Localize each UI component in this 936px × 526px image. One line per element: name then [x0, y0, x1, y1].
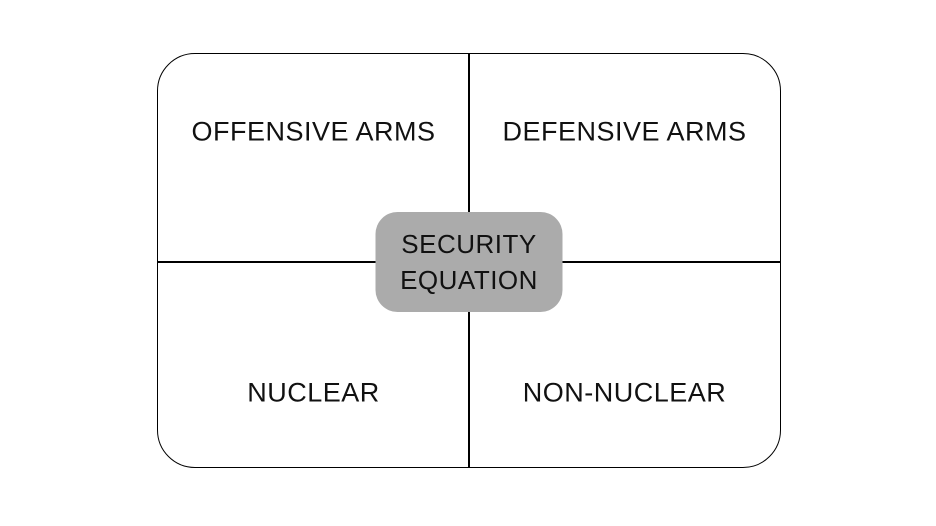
quadrant-box: OFFENSIVE ARMS DEFENSIVE ARMS NUCLEAR NO… [157, 53, 781, 468]
quadrant-label-non-nuclear: NON-NUCLEAR [522, 377, 727, 408]
quadrant-label-offensive-arms: OFFENSIVE ARMS [191, 116, 436, 147]
center-badge-line1: SECURITY [401, 229, 537, 259]
quadrant-label-defensive-arms: DEFENSIVE ARMS [502, 116, 747, 147]
center-badge-security-equation: SECURITY EQUATION [375, 212, 563, 312]
quadrant-label-nuclear: NUCLEAR [247, 377, 380, 408]
center-badge-line2: EQUATION [400, 265, 538, 295]
